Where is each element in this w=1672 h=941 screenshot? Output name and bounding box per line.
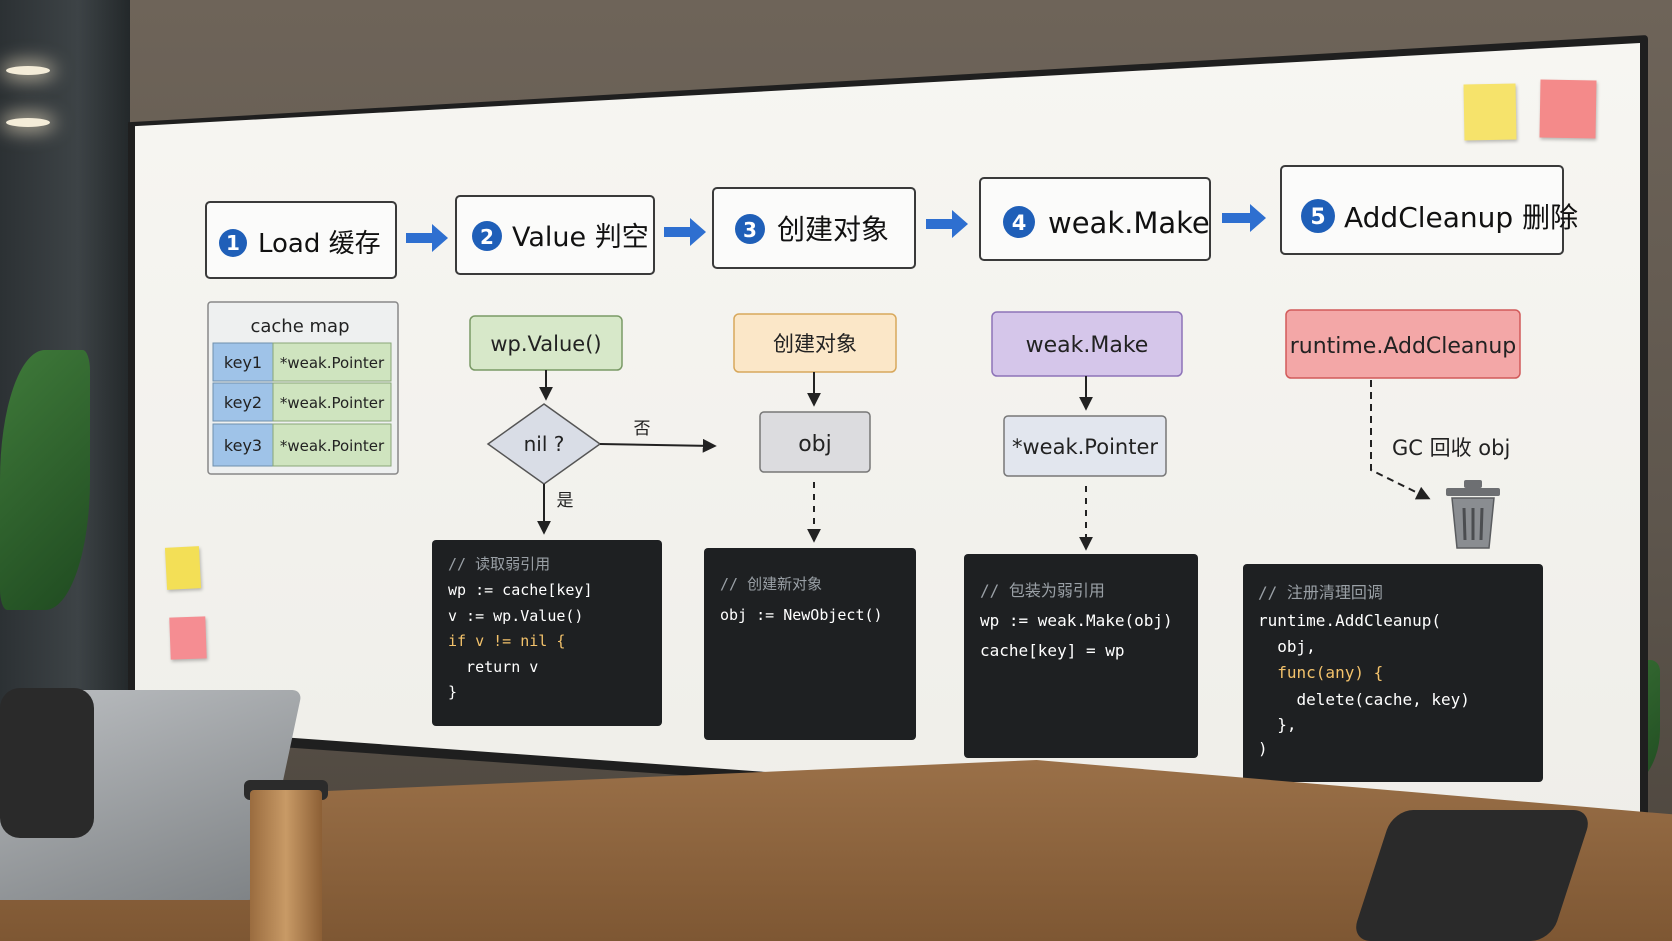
weak-make-label: weak.Make [1026,333,1149,358]
code-line: obj, [1258,637,1316,656]
arrow-right-icon [926,210,968,238]
step-arrows [406,204,1266,252]
step-label: AddCleanup 删除 [1344,201,1578,234]
code-block-weak: // 包装为弱引用 wp := weak.Make(obj) cache[key… [964,554,1198,758]
step-4-header: 4 weak.Make [979,177,1211,261]
value-call-box: wp.Value() [469,315,623,371]
code-line: v := wp.Value() [448,607,583,625]
step-number: 5 [1310,205,1325,230]
step-number-badge [219,229,247,257]
obj-box: obj [759,411,871,473]
yes-branch-label: 是 [557,491,574,511]
obj-label: obj [798,432,832,457]
code-line: }, [1258,715,1297,734]
flow-arrow-no [599,438,717,453]
gc-dashed-arrow [1370,380,1431,500]
ceiling-light [6,66,50,75]
plant-left [0,350,90,610]
create-object-box: 创建对象 [733,313,897,373]
code-line: return v [448,658,538,676]
step-2-header: 2 Value 判空 [455,195,655,275]
weak-make-box: weak.Make [991,311,1183,377]
coffee-cup [250,790,322,941]
weak-pointer-box: *weak.Pointer [1003,415,1167,477]
code-line: wp := weak.Make(obj) [980,611,1173,630]
cache-key: key2 [224,393,262,412]
code-line: runtime.AddCleanup( [1258,611,1441,630]
step-5-header: 5 AddCleanup 删除 [1280,165,1578,255]
step-number: 4 [1012,211,1027,235]
table-row: key1 *weak.Pointer [212,342,392,382]
step-label: weak.Make [1048,206,1210,240]
code-line: wp := cache[key] [448,581,593,599]
step-1-header: 1 Load 缓存 [205,201,397,279]
step-label: 创建对象 [777,213,889,246]
step-number: 2 [480,225,494,249]
code-line: cache[key] = wp [980,641,1125,660]
step-number-badge [472,221,502,251]
decision-label: nil ? [524,432,565,456]
step-number-badge [735,214,765,244]
cache-value: *weak.Pointer [280,354,385,372]
office-chair [1350,810,1594,941]
cache-map-title: cache map [250,316,349,337]
cache-value: *weak.Pointer [280,437,385,455]
no-branch-label: 否 [634,419,651,439]
step-number: 1 [226,231,240,255]
step-number-badge [1003,206,1035,238]
code-comment: // 创建新对象 [720,575,822,593]
arrow-right-icon [1222,204,1266,232]
trash-icon [1446,480,1500,549]
value-call-label: wp.Value() [490,332,601,356]
step-label: Load 缓存 [258,229,381,259]
create-object-label: 创建对象 [773,332,857,356]
code-line: } [448,683,457,701]
add-cleanup-box: runtime.AddCleanup [1285,309,1521,379]
step-label: Value 判空 [512,222,649,253]
office-chair [0,688,94,838]
code-block-create: // 创建新对象 obj := NewObject() [704,548,916,740]
code-line: ) [1258,739,1268,758]
code-line: obj := NewObject() [720,606,883,624]
arrow-right-icon [664,218,706,246]
weak-pointer-label: *weak.Pointer [1012,435,1158,459]
code-comment: // 注册清理回调 [1258,583,1383,602]
table-row: key2 *weak.Pointer [212,382,392,422]
cache-key: key3 [224,436,262,455]
cache-key: key1 [224,353,262,372]
gc-label: GC 回收 obj [1392,436,1510,460]
arrow-right-icon [406,224,448,252]
cache-value: *weak.Pointer [280,394,385,412]
code-block-read: // 读取弱引用 wp := cache[key] v := wp.Value(… [432,540,662,726]
code-comment: // 包装为弱引用 [980,581,1105,600]
add-cleanup-label: runtime.AddCleanup [1290,334,1517,359]
ceiling-light [6,118,50,127]
step-3-header: 3 创建对象 [712,187,916,269]
table-row: key3 *weak.Pointer [212,423,392,467]
code-line: delete(cache, key) [1258,690,1470,709]
code-comment: // 读取弱引用 [448,555,550,573]
code-block-cleanup: // 注册清理回调 runtime.AddCleanup( obj, func(… [1243,564,1543,782]
step-number: 3 [743,218,757,242]
code-line: if v != nil { [448,632,565,650]
code-line: func(any) { [1258,663,1383,682]
step-number-badge [1301,199,1335,233]
cache-map: cache map key1 *weak.Pointer key2 *weak.… [207,301,399,475]
nil-decision: nil ? [486,403,602,485]
